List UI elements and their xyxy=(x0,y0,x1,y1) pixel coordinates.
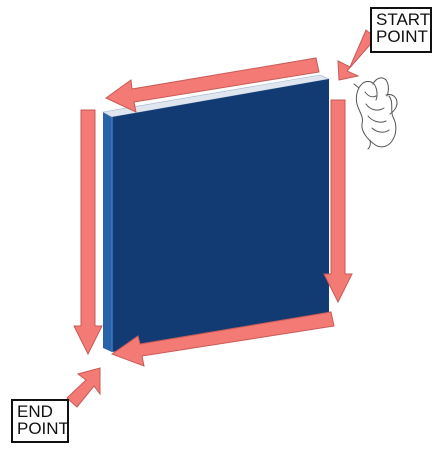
panel-left-edge xyxy=(103,112,112,352)
arrow-left xyxy=(74,110,102,354)
panel-front-face xyxy=(112,79,329,352)
start-label-line-2: POINT xyxy=(376,28,426,45)
start-point-label: START POINT xyxy=(370,7,432,53)
hand-pointing-icon xyxy=(354,78,397,149)
arrow-end-pointer xyxy=(67,368,100,407)
start-label-line-1: START xyxy=(376,11,426,28)
panel xyxy=(103,75,329,352)
end-label-line-1: END xyxy=(17,403,63,420)
end-label-line-2: POINT xyxy=(17,420,63,437)
end-point-label: END POINT xyxy=(11,399,69,443)
